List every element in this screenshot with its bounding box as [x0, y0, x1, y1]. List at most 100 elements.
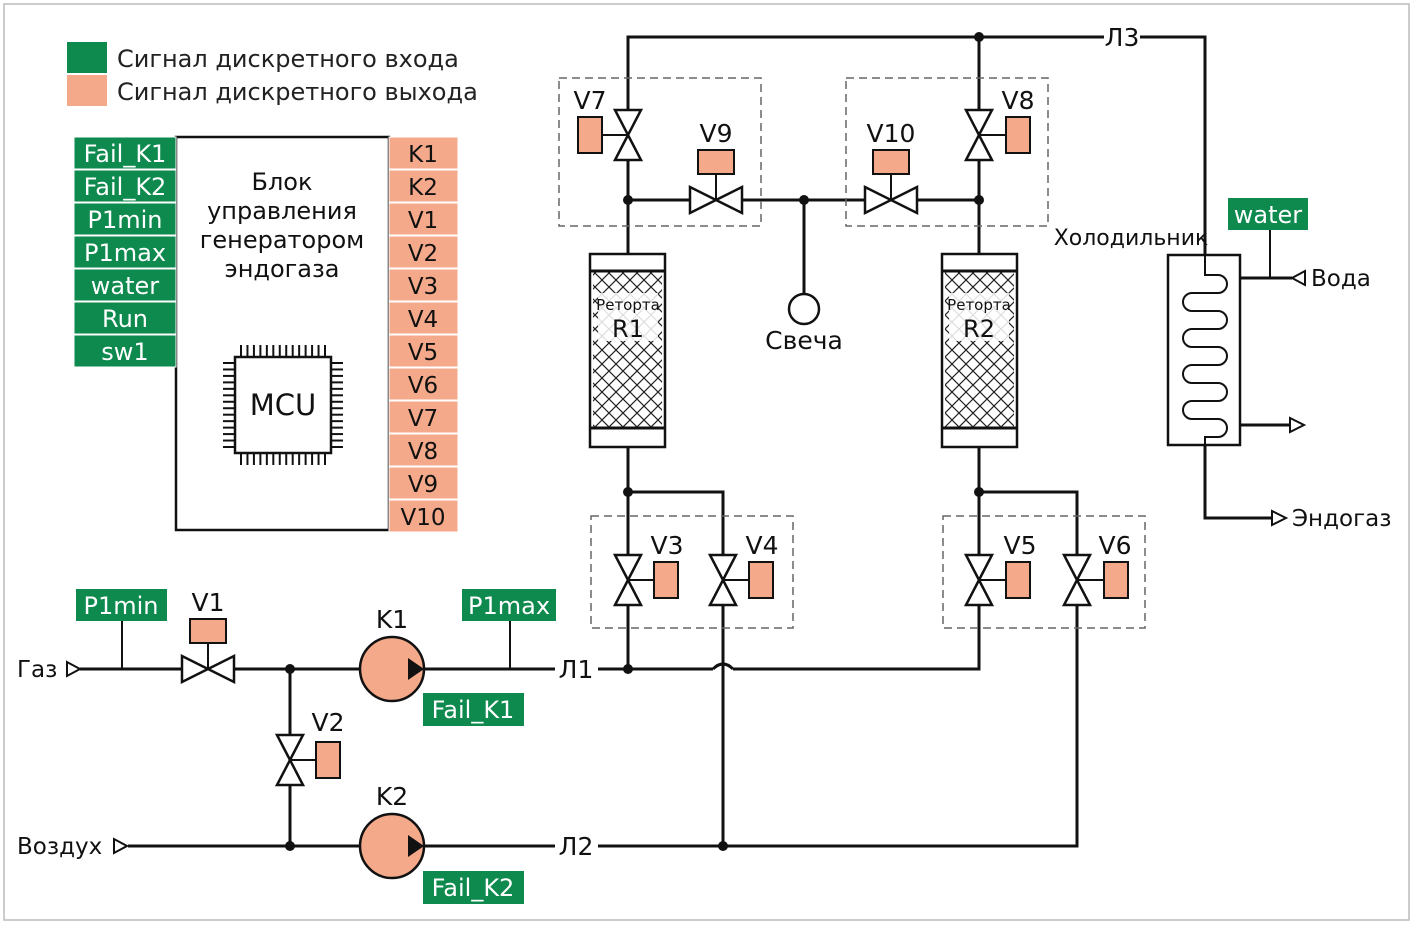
output-pin-label: V6: [408, 373, 438, 399]
legend-input-swatch: [67, 42, 107, 73]
line-l1-label: Л1: [559, 655, 594, 684]
output-pin-label: V4: [408, 307, 438, 333]
valve-v7[interactable]: V7: [573, 86, 643, 162]
sensor-water: [1228, 198, 1308, 230]
output-pin-label: V10: [400, 505, 445, 531]
sensor-tags: P1min P1max Fail_K1 Fail_K2 water: [76, 198, 1308, 904]
valve-v1-actuator: [189, 618, 227, 644]
valve-v9-actuator: [697, 149, 735, 175]
input-pin-fail-k1: [73, 136, 177, 170]
output-pin-k1: [388, 136, 459, 170]
line-l3: [1140, 35, 1207, 255]
pump-k1-arrow-icon: [408, 658, 424, 680]
air-inlet-label: Воздух: [17, 834, 102, 860]
output-pin-v9: [388, 466, 459, 500]
mcu-label: MCU: [250, 388, 317, 422]
pump-k2[interactable]: K2: [358, 782, 426, 880]
group-v5-v6: [942, 515, 1146, 629]
output-pin-v1: [388, 202, 459, 236]
valve-v7-label: V7: [573, 86, 606, 115]
valve-v1[interactable]: V1: [180, 588, 236, 684]
piping: [80, 35, 1292, 848]
sensor-fail-k2-label: Fail_K2: [432, 874, 515, 902]
pump-k1-label: K1: [376, 605, 408, 634]
figure-border: [3, 3, 1410, 921]
output-pin-label: V3: [408, 274, 438, 300]
input-pin-label: Fail_K2: [84, 173, 167, 201]
mcu-chip: MCU: [223, 345, 343, 465]
input-pin-sw1: [73, 334, 177, 368]
junction: [623, 487, 633, 497]
pump-k2-arrow-icon: [408, 835, 424, 857]
endogas-outlet-label: Эндогаз: [1292, 506, 1391, 532]
endogas-line: [1203, 445, 1272, 520]
valve-v10[interactable]: V10: [863, 119, 919, 215]
output-pin-v5: [388, 334, 459, 368]
valve-v6[interactable]: V6: [1062, 531, 1132, 607]
input-pin-label: P1max: [84, 239, 166, 267]
line-l2-label: Л2: [559, 832, 594, 861]
candle-icon: [787, 292, 821, 326]
input-pin-label: sw1: [101, 338, 148, 366]
controller-title-line-2: управления: [207, 197, 357, 225]
group-v3-v4: [590, 515, 794, 629]
valve-v10-label: V10: [867, 119, 916, 148]
valve-v6-actuator: [1103, 561, 1129, 599]
water-inlet-label: Вода: [1311, 266, 1371, 292]
output-pin-v10: [388, 499, 459, 533]
junction: [285, 664, 295, 674]
input-pin-fail-k2: [73, 169, 177, 203]
junctions: [285, 32, 984, 851]
controller-title-line-4: эндогаза: [225, 255, 340, 283]
retort-r1: Реторта R1: [588, 252, 667, 449]
sensor-p1max: [462, 589, 556, 621]
sensor-p1max-label: P1max: [468, 592, 550, 620]
water-inlet-arrow-icon: [1289, 269, 1306, 287]
junction: [974, 32, 984, 42]
r1-v4-line: [628, 490, 725, 846]
input-pin-run: [73, 301, 177, 335]
valve-v3-label: V3: [650, 531, 683, 560]
output-pin-v3: [388, 268, 459, 302]
valve-v2[interactable]: V2: [275, 708, 345, 787]
sensor-fail-k1-label: Fail_K1: [432, 696, 515, 724]
pump-k1[interactable]: K1: [358, 605, 426, 703]
gas-inlet-arrow-icon: [66, 660, 83, 678]
valve-v2-label: V2: [311, 708, 344, 737]
junction: [974, 487, 984, 497]
output-pin-label: V1: [408, 208, 438, 234]
valve-v5-label: V5: [1003, 531, 1036, 560]
output-pin-v8: [388, 433, 459, 467]
output-pin-v7: [388, 400, 459, 434]
line-l1: [598, 605, 981, 671]
junction: [285, 841, 295, 851]
valve-v3[interactable]: V3: [613, 531, 684, 607]
output-pin-label: V7: [408, 406, 438, 432]
valve-v2-actuator: [315, 741, 341, 779]
output-pin-k2: [388, 169, 459, 203]
valve-v1-label: V1: [191, 588, 224, 617]
legend: Сигнал дискретного входа Сигнал дискретн…: [67, 42, 478, 106]
sensor-fail-k2: [423, 871, 524, 904]
output-pin-label: V9: [408, 472, 438, 498]
r2-bottom-line: [977, 447, 1079, 555]
junction: [718, 841, 728, 851]
sensor-p1min-label: P1min: [84, 592, 159, 620]
valve-v8-actuator: [1005, 116, 1031, 154]
valve-v5-actuator: [1005, 561, 1031, 599]
input-pin-label: P1min: [88, 206, 163, 234]
legend-output-swatch: [67, 75, 107, 106]
valve-v9[interactable]: V9: [688, 119, 744, 215]
valve-v8[interactable]: V8: [964, 86, 1035, 162]
valve-v5[interactable]: V5: [964, 531, 1037, 607]
valve-v4[interactable]: V4: [708, 531, 779, 607]
output-pin-label: V2: [408, 241, 438, 267]
input-pin-label: Fail_K1: [84, 140, 167, 168]
group-v7-v9: [558, 77, 762, 227]
candle-label: Свеча: [765, 326, 843, 355]
controller-title-line-3: генератором: [200, 226, 364, 254]
group-v8-v10: [845, 77, 1049, 227]
output-pin-label: V8: [408, 439, 438, 465]
sensor-fail-k1: [423, 693, 524, 726]
